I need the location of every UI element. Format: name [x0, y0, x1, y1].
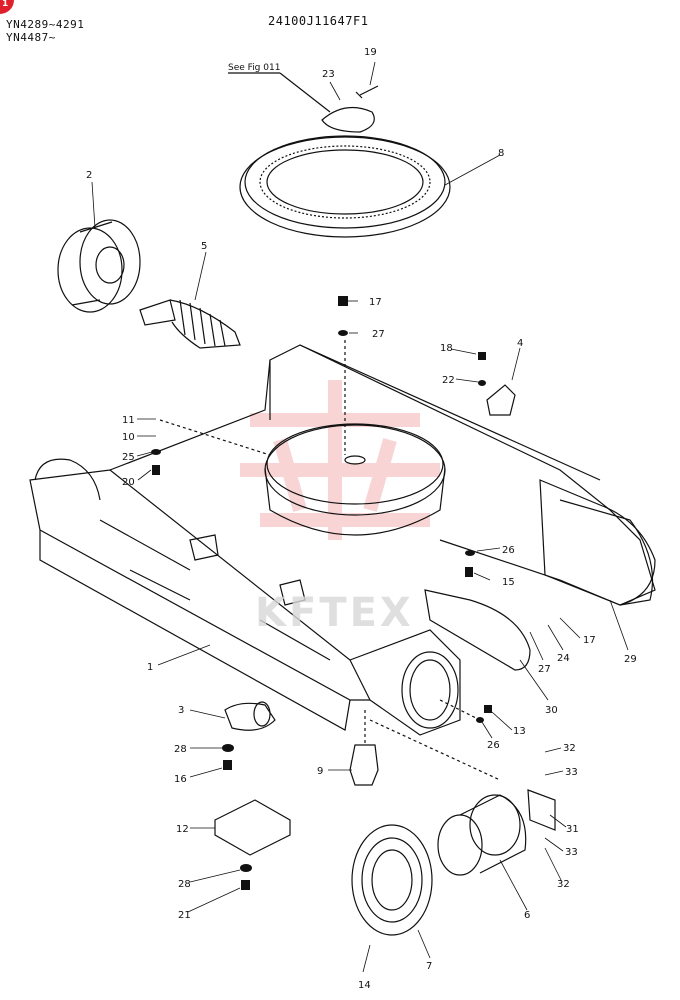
callout-25: 25 [122, 452, 135, 463]
callout-4: 4 [517, 338, 523, 349]
callout-32-upper: 32 [563, 743, 576, 754]
drawing-lines [29, 72, 656, 936]
idler-wheel [57, 219, 141, 313]
callout-33-upper: 33 [565, 767, 578, 778]
part-code: 24100J11647F1 [268, 14, 369, 28]
callout-32-lower: 32 [557, 879, 570, 890]
callout-28-upper: 28 [174, 744, 187, 755]
callout-leaders [91, 61, 629, 973]
callout-33-lower: 33 [565, 847, 578, 858]
callout-18: 18 [440, 343, 453, 354]
callout-14: 14 [358, 980, 371, 991]
callout-19: 19 [364, 47, 377, 58]
corner-marker-text: 1 [2, 0, 9, 9]
callout-24: 24 [557, 653, 570, 664]
callout-labels: 1 2 3 4 5 6 7 8 9 10 11 12 13 14 15 16 1… [86, 47, 637, 991]
serial-range-1: YN4289~4291 [6, 18, 85, 31]
callout-22: 22 [442, 375, 455, 386]
callout-9: 9 [317, 766, 323, 777]
callout-27-top: 27 [372, 329, 385, 340]
callout-30: 30 [545, 705, 558, 716]
serial-range-2: YN4487~ [6, 31, 56, 44]
fasteners [151, 296, 492, 890]
callout-7: 7 [426, 961, 432, 972]
callout-10: 10 [122, 432, 135, 443]
reference-note: See Fig 011 [228, 63, 280, 73]
recoil-spring [139, 299, 241, 349]
callout-26-upper: 26 [502, 545, 515, 556]
callout-17-top: 17 [369, 297, 382, 308]
center-turntable [264, 423, 446, 536]
callout-1: 1 [147, 662, 153, 673]
callout-27-right: 27 [538, 664, 551, 675]
callout-8: 8 [498, 148, 504, 159]
callout-26-lower: 26 [487, 740, 500, 751]
callout-15: 15 [502, 577, 515, 588]
kftex-watermark: KFTEX [255, 590, 414, 636]
callout-20: 20 [122, 477, 135, 488]
callout-5: 5 [201, 241, 207, 252]
callout-11: 11 [122, 415, 135, 426]
callout-12: 12 [176, 824, 189, 835]
callout-3: 3 [178, 705, 184, 716]
callout-28-lower: 28 [178, 879, 191, 890]
swing-bearing-ring [239, 135, 451, 238]
callout-13: 13 [513, 726, 526, 737]
track-frame [29, 344, 656, 736]
travel-motor [437, 794, 527, 876]
callout-31: 31 [566, 824, 579, 835]
callout-2: 2 [86, 170, 92, 181]
callout-29: 29 [624, 654, 637, 665]
callout-17-right: 17 [583, 635, 596, 646]
sprocket [351, 824, 433, 936]
callout-23: 23 [322, 69, 335, 80]
callout-21: 21 [178, 910, 191, 921]
callout-6: 6 [524, 910, 530, 921]
leader-dashes [159, 340, 501, 781]
callout-16: 16 [174, 774, 187, 785]
stamp-watermark [240, 380, 440, 540]
